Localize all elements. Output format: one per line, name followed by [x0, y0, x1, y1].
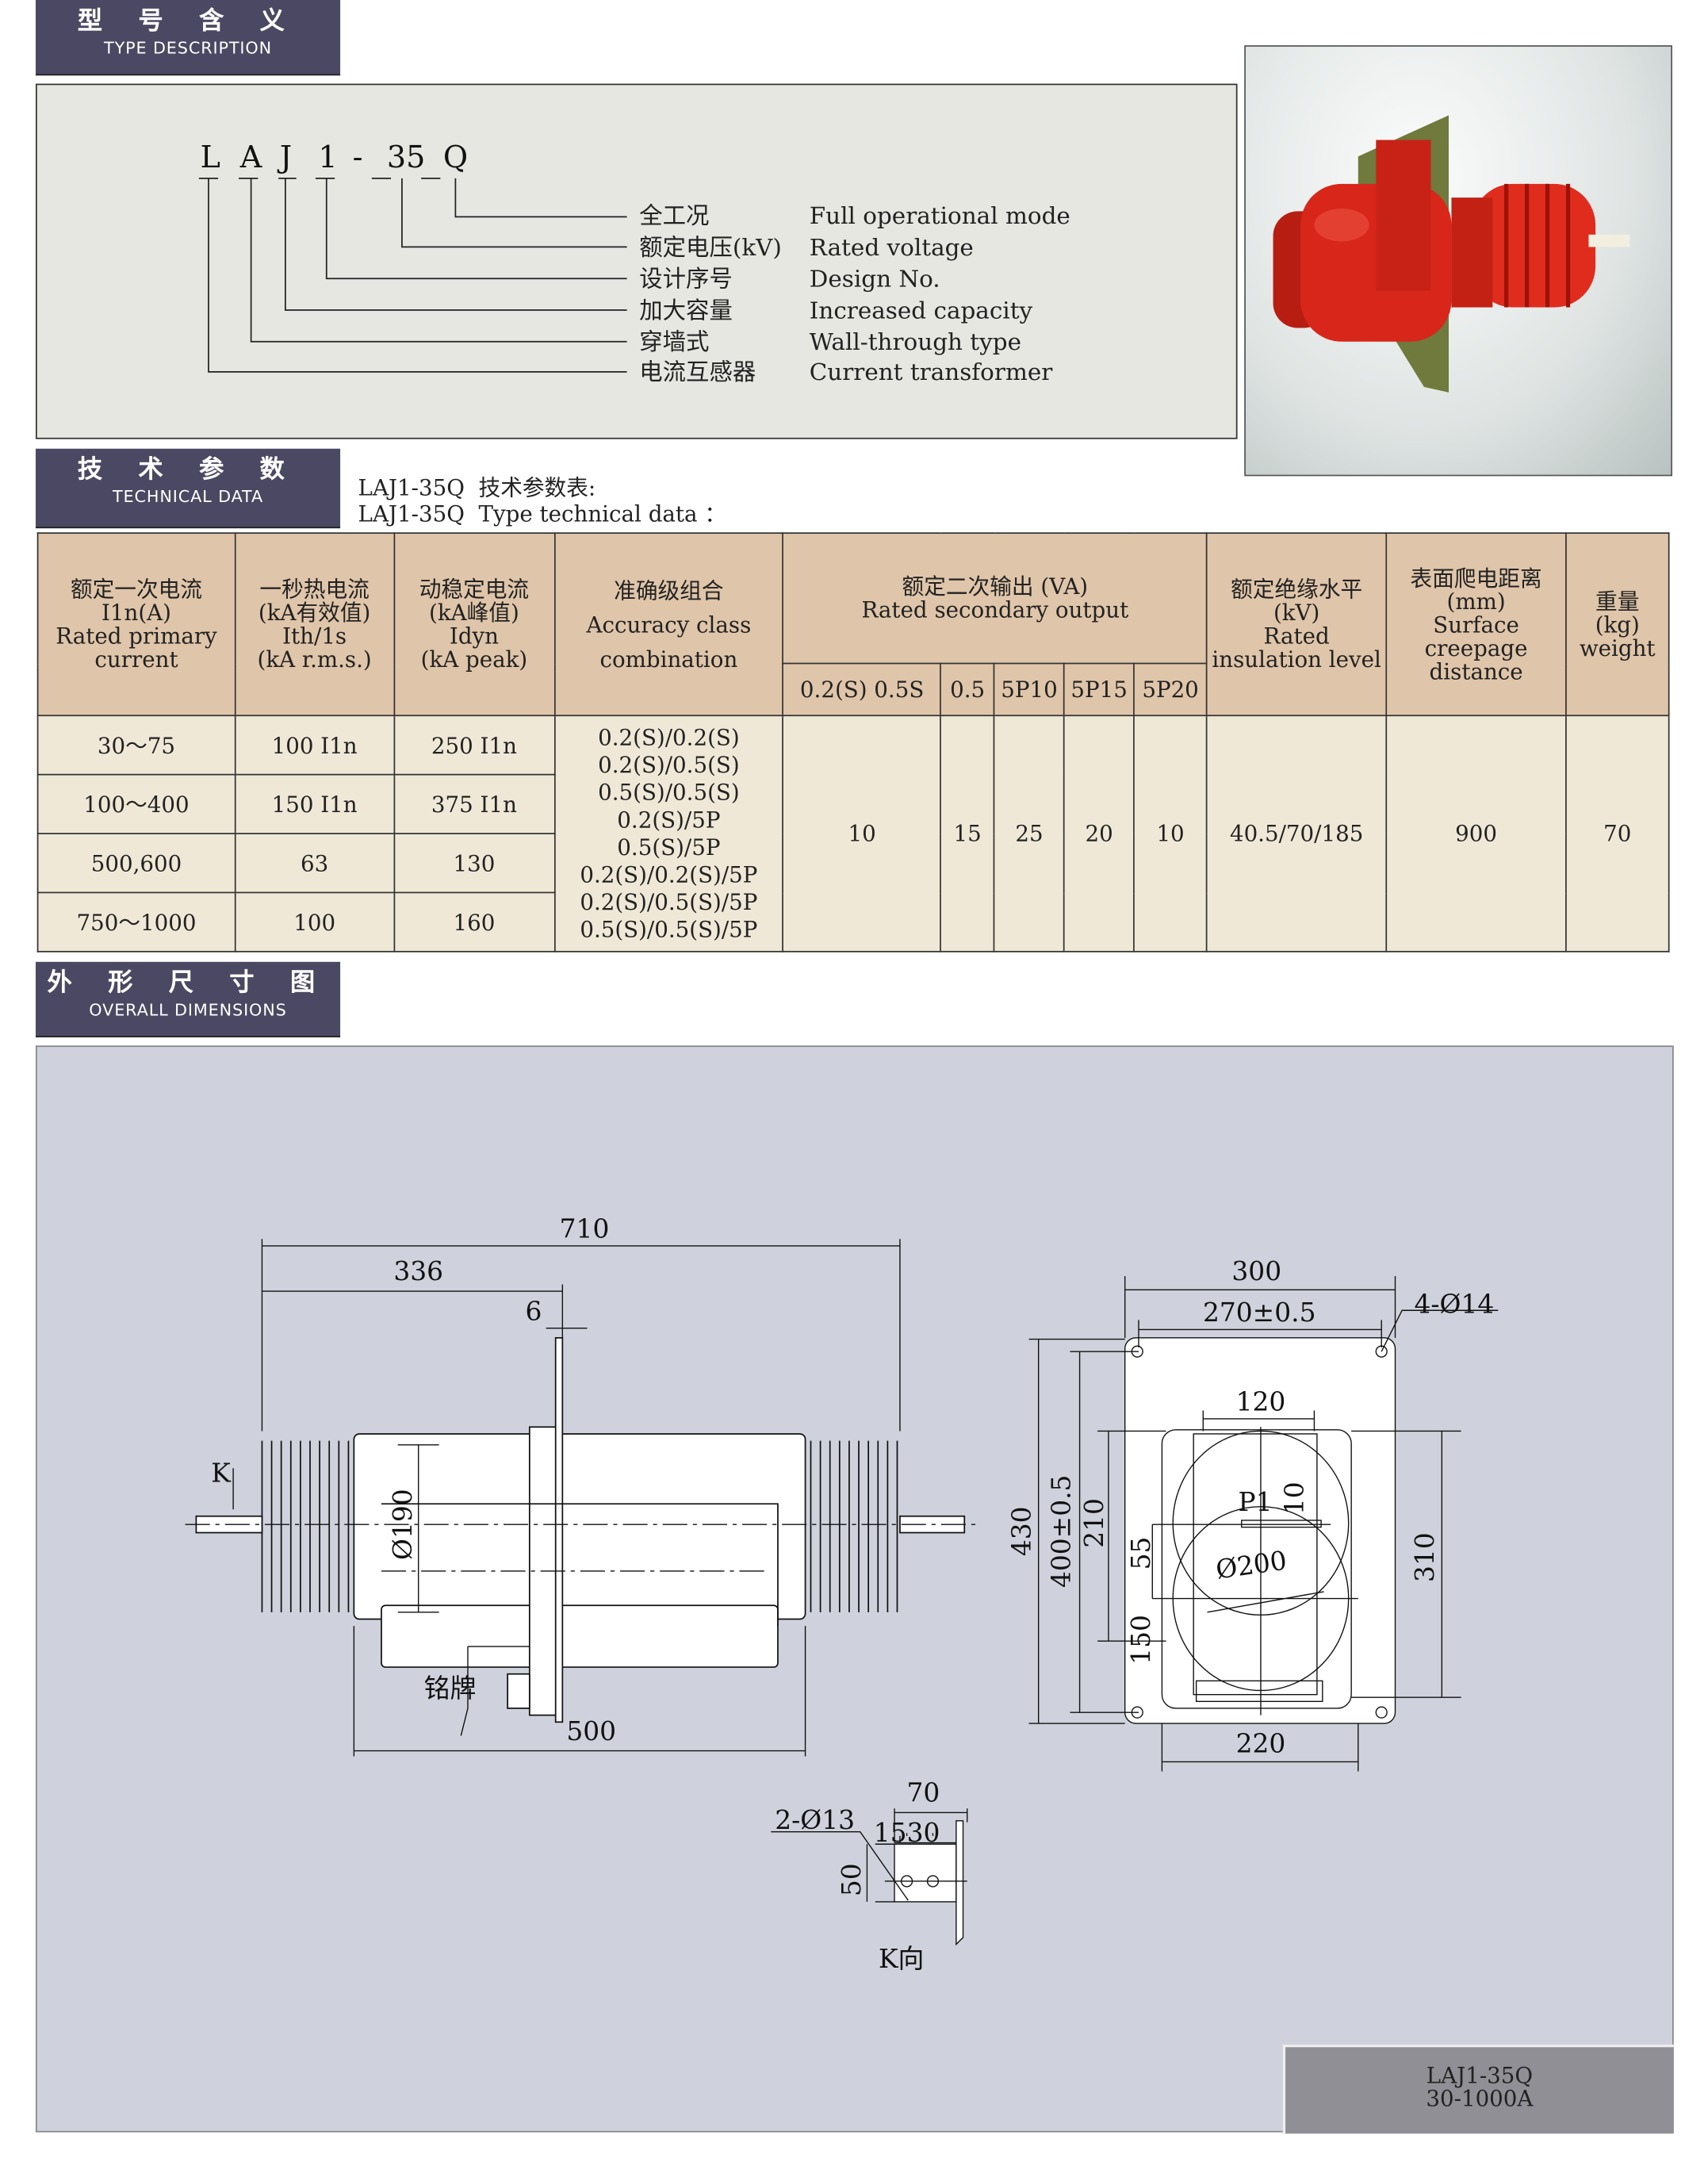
header-en: TECHNICAL DATA	[113, 487, 264, 507]
mounting-flange	[554, 1336, 564, 1723]
meaning-zh: 全工况	[639, 203, 710, 231]
dim-120: 120	[1236, 1386, 1286, 1417]
output-value: 10	[1133, 715, 1208, 953]
p1-label: P1	[1239, 1486, 1273, 1517]
dim-50: 50	[836, 1863, 867, 1896]
dim-710: 710	[560, 1213, 610, 1244]
dim-500: 500	[566, 1715, 616, 1746]
dim-15-30: 1530	[874, 1817, 940, 1848]
caption-zh: LAJ1-35Q 技术参数表:	[358, 474, 596, 501]
creepage-value: 900	[1385, 715, 1567, 953]
right-sheds	[810, 1440, 898, 1612]
section-header-technical-data: 技 术 参 数 TECHNICAL DATA	[35, 448, 341, 529]
meaning-en: Current transformer	[809, 359, 1053, 387]
weight-value: 70	[1564, 715, 1670, 953]
col-thermal-current: 一秒热电流(kA有效值)Ith/1s(kA r.m.s.)	[234, 532, 395, 717]
dim-55: 55	[1125, 1537, 1156, 1570]
code-letter: -	[353, 140, 363, 174]
dim-310: 310	[1409, 1532, 1440, 1582]
dim-150: 150	[1125, 1615, 1156, 1665]
dim-2x13: 2-Ø13	[775, 1804, 855, 1835]
col-insulation-level: 额定绝缘水平(kV)Rated insulation level	[1206, 532, 1388, 717]
left-sheds	[261, 1440, 350, 1612]
code-letter: J	[277, 140, 292, 174]
dim-4x14: 4-Ø14	[1415, 1289, 1495, 1320]
transformer-body	[353, 1433, 806, 1620]
model-footer-badge: LAJ1-35Q 30-1000A	[1282, 2044, 1674, 2134]
dim-270: 270±0.5	[1203, 1297, 1316, 1328]
dim-6: 6	[526, 1295, 542, 1326]
meaning-en: Increased capacity	[809, 297, 1033, 326]
header-en: TYPE DESCRIPTION	[104, 38, 272, 58]
section-header-type-description: 型 号 含 义 TYPE DESCRIPTION	[35, 0, 341, 76]
header-en: OVERALL DIMENSIONS	[89, 1000, 287, 1020]
header-zh: 外 形 尺 寸 图	[47, 968, 329, 998]
footer-range: 30-1000A	[1426, 2085, 1534, 2112]
type-description-panel: L A J 1 - 35 Q 全工况 Full operational mode…	[35, 83, 1238, 439]
product-photo	[1244, 45, 1672, 477]
insulation-value: 40.5/70/185	[1206, 715, 1388, 953]
k-view-label: K向	[879, 1943, 924, 1974]
output-value: 20	[1063, 715, 1135, 953]
meaning-zh: 设计序号	[639, 266, 733, 294]
dim-210: 210	[1078, 1498, 1109, 1548]
table-caption: LAJ1-35Q 技术参数表:LAJ1-35Q Type technical d…	[358, 475, 726, 527]
col-weight: 重量(kg)weight	[1564, 532, 1670, 717]
subcol-output: 5P10	[994, 662, 1065, 717]
meaning-zh: 额定电压(kV)	[639, 234, 782, 263]
subcol-output: 5P20	[1133, 662, 1208, 717]
dim-400: 400±0.5	[1045, 1475, 1076, 1589]
code-letter: 1	[318, 140, 337, 174]
nameplate-label: 铭牌	[424, 1673, 477, 1704]
dim-220: 220	[1236, 1727, 1286, 1758]
model-code-diagram: L A J 1 - 35 Q	[198, 140, 627, 373]
meaning-en: Design No.	[809, 266, 940, 294]
accuracy-list: 0.2(S)/0.2(S)0.2(S)/0.5(S)0.5(S)/0.5(S)0…	[553, 715, 784, 953]
dim-dia-190: Ø190	[387, 1489, 418, 1560]
meaning-zh: 穿墙式	[639, 329, 710, 357]
meaning-en: Wall-through type	[809, 329, 1021, 357]
subcol-output: 5P15	[1063, 662, 1135, 717]
code-letter: A	[239, 140, 262, 174]
k-view-marker: K	[211, 1458, 232, 1489]
code-letter: L	[201, 140, 220, 174]
output-value: 15	[940, 715, 995, 953]
meaning-en: Rated voltage	[809, 234, 974, 263]
code-letter: Q	[443, 140, 468, 174]
header-zh: 技 术 参 数	[77, 455, 299, 485]
dim-70: 70	[906, 1777, 940, 1808]
meaning-en: Full operational mode	[809, 203, 1070, 231]
subcol-output: 0.5	[940, 662, 995, 717]
col-creepage: 表面爬电距离(mm)Surface creepage distance	[1385, 532, 1567, 717]
section-header-overall-dimensions: 外 形 尺 寸 图 OVERALL DIMENSIONS	[35, 961, 341, 1037]
footer-model: LAJ1-35Q	[1426, 2062, 1534, 2089]
code-letter: 35	[387, 140, 425, 174]
caption-en: LAJ1-35Q Type technical data ：	[358, 500, 727, 527]
col-dynamic-current: 动稳定电流(kA峰值)Idyn(kA peak)	[393, 532, 555, 717]
header-zh: 型 号 含 义	[77, 6, 299, 36]
dim-300: 300	[1231, 1255, 1281, 1286]
current-transformer-image	[1273, 115, 1630, 393]
meaning-zh: 加大容量	[639, 297, 733, 326]
col-rated-output: 额定二次输出 (VA)Rated secondary output	[782, 532, 1208, 665]
meaning-zh: 电流互感器	[639, 359, 756, 387]
dimension-drawing-panel	[35, 1045, 1674, 2133]
output-value: 25	[994, 715, 1065, 953]
dim-10: 10	[1279, 1481, 1310, 1515]
dim-430: 430	[1005, 1506, 1036, 1556]
dim-336: 336	[393, 1255, 443, 1286]
